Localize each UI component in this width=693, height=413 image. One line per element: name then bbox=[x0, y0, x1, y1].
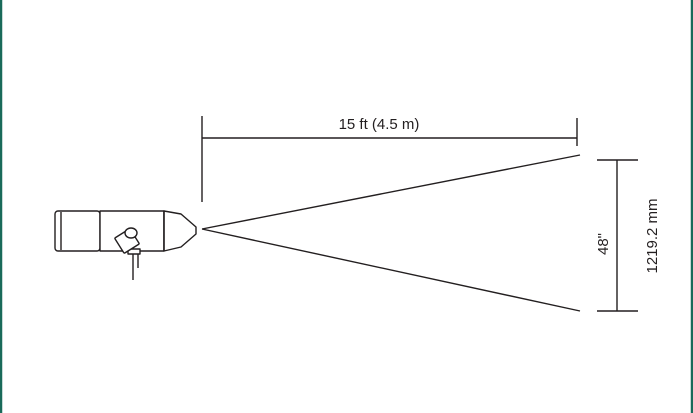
distance-dimension bbox=[201, 116, 578, 202]
beam-bottom-line bbox=[201, 228, 581, 312]
height-label-inches: 48" bbox=[595, 233, 612, 255]
beam-top-line bbox=[201, 154, 581, 230]
distance-label: 15 ft (4.5 m) bbox=[339, 116, 420, 133]
height-dimension bbox=[597, 159, 638, 312]
height-label-mm: 1219.2 mm bbox=[644, 198, 661, 273]
spotlight-fixture-icon bbox=[54, 210, 197, 280]
